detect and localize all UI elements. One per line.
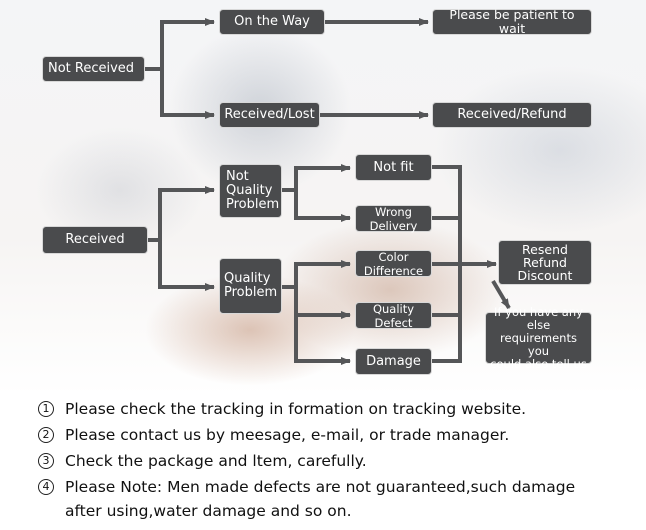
- connector-not-received-lost: [160, 69, 215, 119]
- connector-q-color: [280, 260, 351, 289]
- step-2-text: Please contact us by meesage, e-mail, or…: [65, 426, 510, 444]
- connector-nq-wrong: [294, 190, 351, 222]
- received-refund-box: Received/Refund: [432, 102, 592, 128]
- instruction-steps: 1 Please check the tracking in formation…: [38, 396, 638, 522]
- connector-received-quality: [158, 240, 215, 291]
- circled-number-4: 4: [38, 479, 54, 495]
- step-4: 4 Please Note: Men made defects are not …: [38, 474, 638, 522]
- on-the-way-box: On the Way: [219, 9, 325, 35]
- quality-defect-box: Quality Defect: [355, 302, 432, 330]
- not-quality-problem-box: Not Quality Problem: [219, 164, 282, 218]
- not-received-box: Not Received: [42, 56, 145, 82]
- not-fit-box: Not fit: [355, 154, 432, 181]
- connector-received-not-quality: [146, 186, 215, 242]
- resend-refund-discount-box: Resend Refund Discount: [498, 240, 592, 285]
- connector-resend-note: [491, 279, 511, 310]
- step-2: 2 Please contact us by meesage, e-mail, …: [38, 422, 638, 448]
- received-box: Received: [42, 226, 148, 254]
- else-requirements-note-box: If you have any else requirements you co…: [485, 305, 592, 370]
- flow-connectors: [143, 18, 511, 365]
- connector-q-damage: [294, 315, 351, 365]
- step-4-continuation: after using,water damage and so on.: [65, 502, 352, 520]
- please-wait-box: Please be patient to wait: [432, 8, 592, 36]
- wrong-delivery-box: Wrong Delivery: [355, 205, 432, 233]
- quality-problem-box: Quality Problem: [219, 258, 282, 314]
- connector-q-defect: [294, 264, 351, 319]
- connector-nq-not-fit: [280, 164, 351, 192]
- received-lost-box: Received/Lost: [219, 102, 320, 128]
- circled-number-2: 2: [38, 427, 54, 443]
- step-4-text: Please Note: Men made defects are not gu…: [65, 478, 576, 496]
- step-3-text: Check the package and ltem, carefully.: [65, 452, 367, 470]
- circled-number-3: 3: [38, 453, 54, 469]
- step-3: 3 Check the package and ltem, carefully.: [38, 448, 638, 474]
- step-1-text: Please check the tracking in formation o…: [65, 400, 527, 418]
- step-1: 1 Please check the tracking in formation…: [38, 396, 638, 422]
- color-difference-box: Color Difference: [355, 250, 432, 278]
- connector-not-received-on-the-way: [143, 18, 215, 71]
- circled-number-1: 1: [38, 401, 54, 417]
- damage-box: Damage: [355, 348, 432, 375]
